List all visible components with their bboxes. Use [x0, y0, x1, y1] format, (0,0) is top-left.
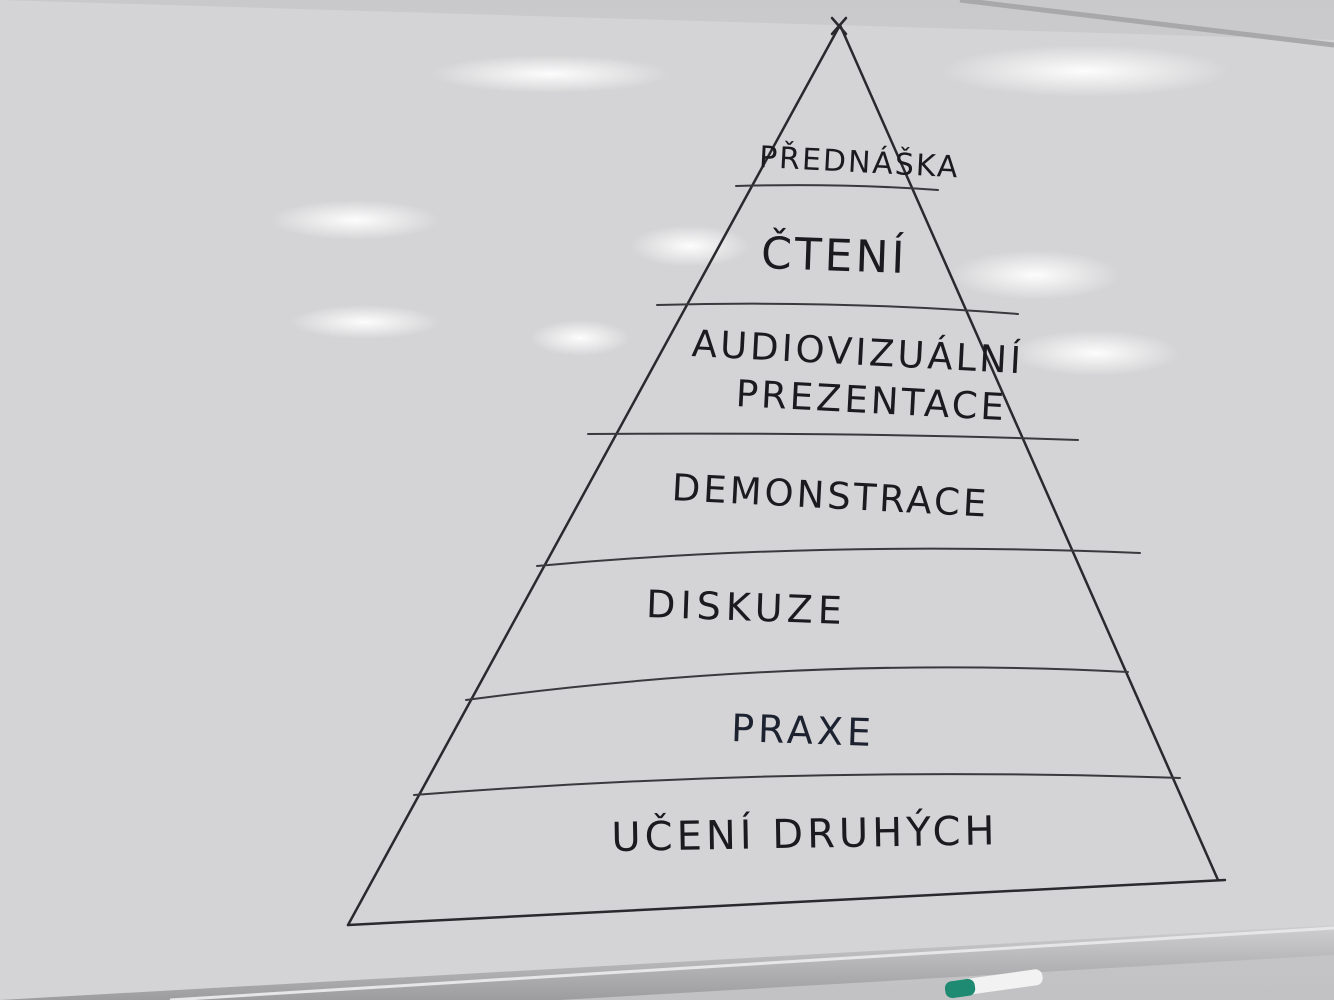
level-label-teaching-others: UČENÍ DRUHÝCH — [611, 808, 999, 861]
pyramid-level-dividers — [413, 184, 1181, 796]
ceiling-light-reflections — [270, 45, 1230, 376]
level-label-practice: PRAXE — [730, 706, 876, 755]
level-label-discussion: DISKUZE — [645, 582, 848, 633]
pyramid-outline — [346, 16, 1227, 927]
board-frame-top — [959, 0, 1334, 48]
marker-pen — [944, 969, 1043, 999]
level-label-reading: ČTENÍ — [760, 228, 909, 285]
marker-tray — [0, 925, 1334, 1000]
